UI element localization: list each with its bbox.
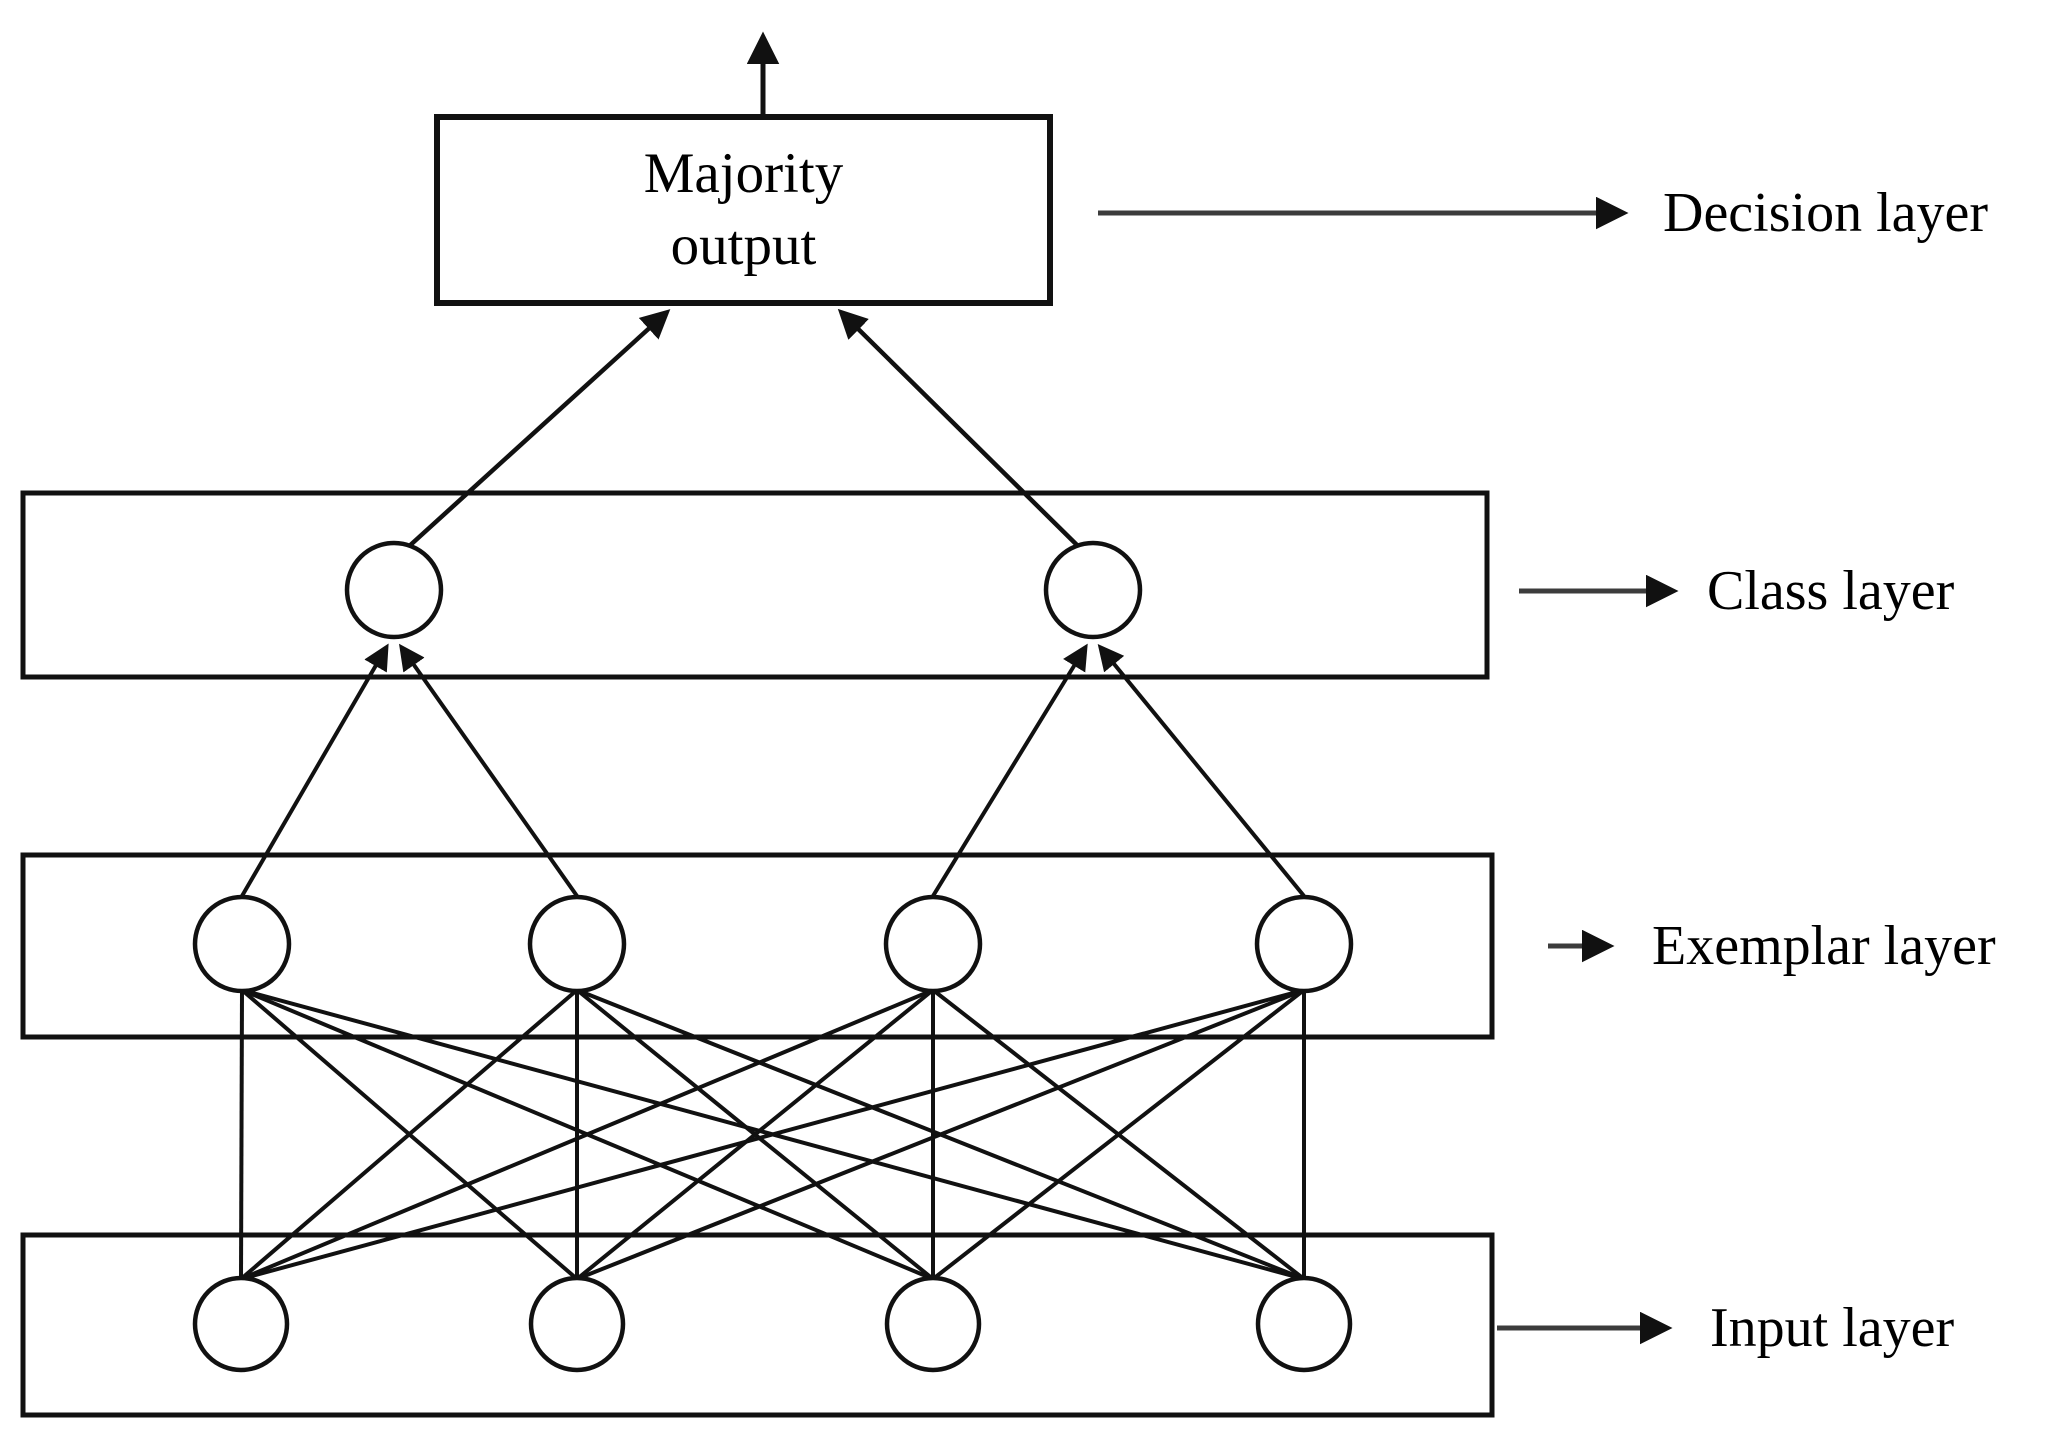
exemplar-layer-label: Exemplar layer bbox=[1652, 915, 1996, 977]
input-node-2 bbox=[528, 1275, 626, 1373]
input-node-3 bbox=[884, 1275, 982, 1373]
class-node-2 bbox=[1043, 540, 1143, 640]
input-layer-label: Input layer bbox=[1710, 1297, 1955, 1359]
class-layer-label: Class layer bbox=[1707, 560, 1955, 622]
class-layer-rect bbox=[20, 490, 1490, 680]
class-decision-arrows bbox=[404, 308, 1083, 551]
input-layer-nodes bbox=[192, 1275, 1353, 1373]
majority-output-line2: output bbox=[670, 214, 817, 277]
majority-output-line1: Majority bbox=[643, 142, 844, 205]
exemplar-node-1 bbox=[192, 894, 292, 994]
decision-layer-label: Decision layer bbox=[1663, 182, 1988, 244]
majority-output-box bbox=[434, 114, 1053, 306]
class-node-1 bbox=[344, 540, 444, 640]
exemplar-node-3 bbox=[883, 894, 983, 994]
input-layer-rect bbox=[20, 1232, 1495, 1418]
exemplar-class-arrows bbox=[240, 643, 1306, 898]
exemplar-node-4 bbox=[1254, 894, 1354, 994]
input-node-4 bbox=[1255, 1275, 1353, 1373]
exemplar-layer-nodes bbox=[192, 894, 1354, 994]
class-layer-nodes bbox=[344, 540, 1143, 640]
majority-output-label: Majority output bbox=[437, 117, 1050, 303]
input-node-1 bbox=[192, 1275, 290, 1373]
layer-label-arrows bbox=[1098, 196, 1679, 1345]
exemplar-node-2 bbox=[527, 894, 627, 994]
input-exemplar-connections bbox=[239, 988, 1306, 1281]
exemplar-layer-rect bbox=[20, 852, 1495, 1040]
